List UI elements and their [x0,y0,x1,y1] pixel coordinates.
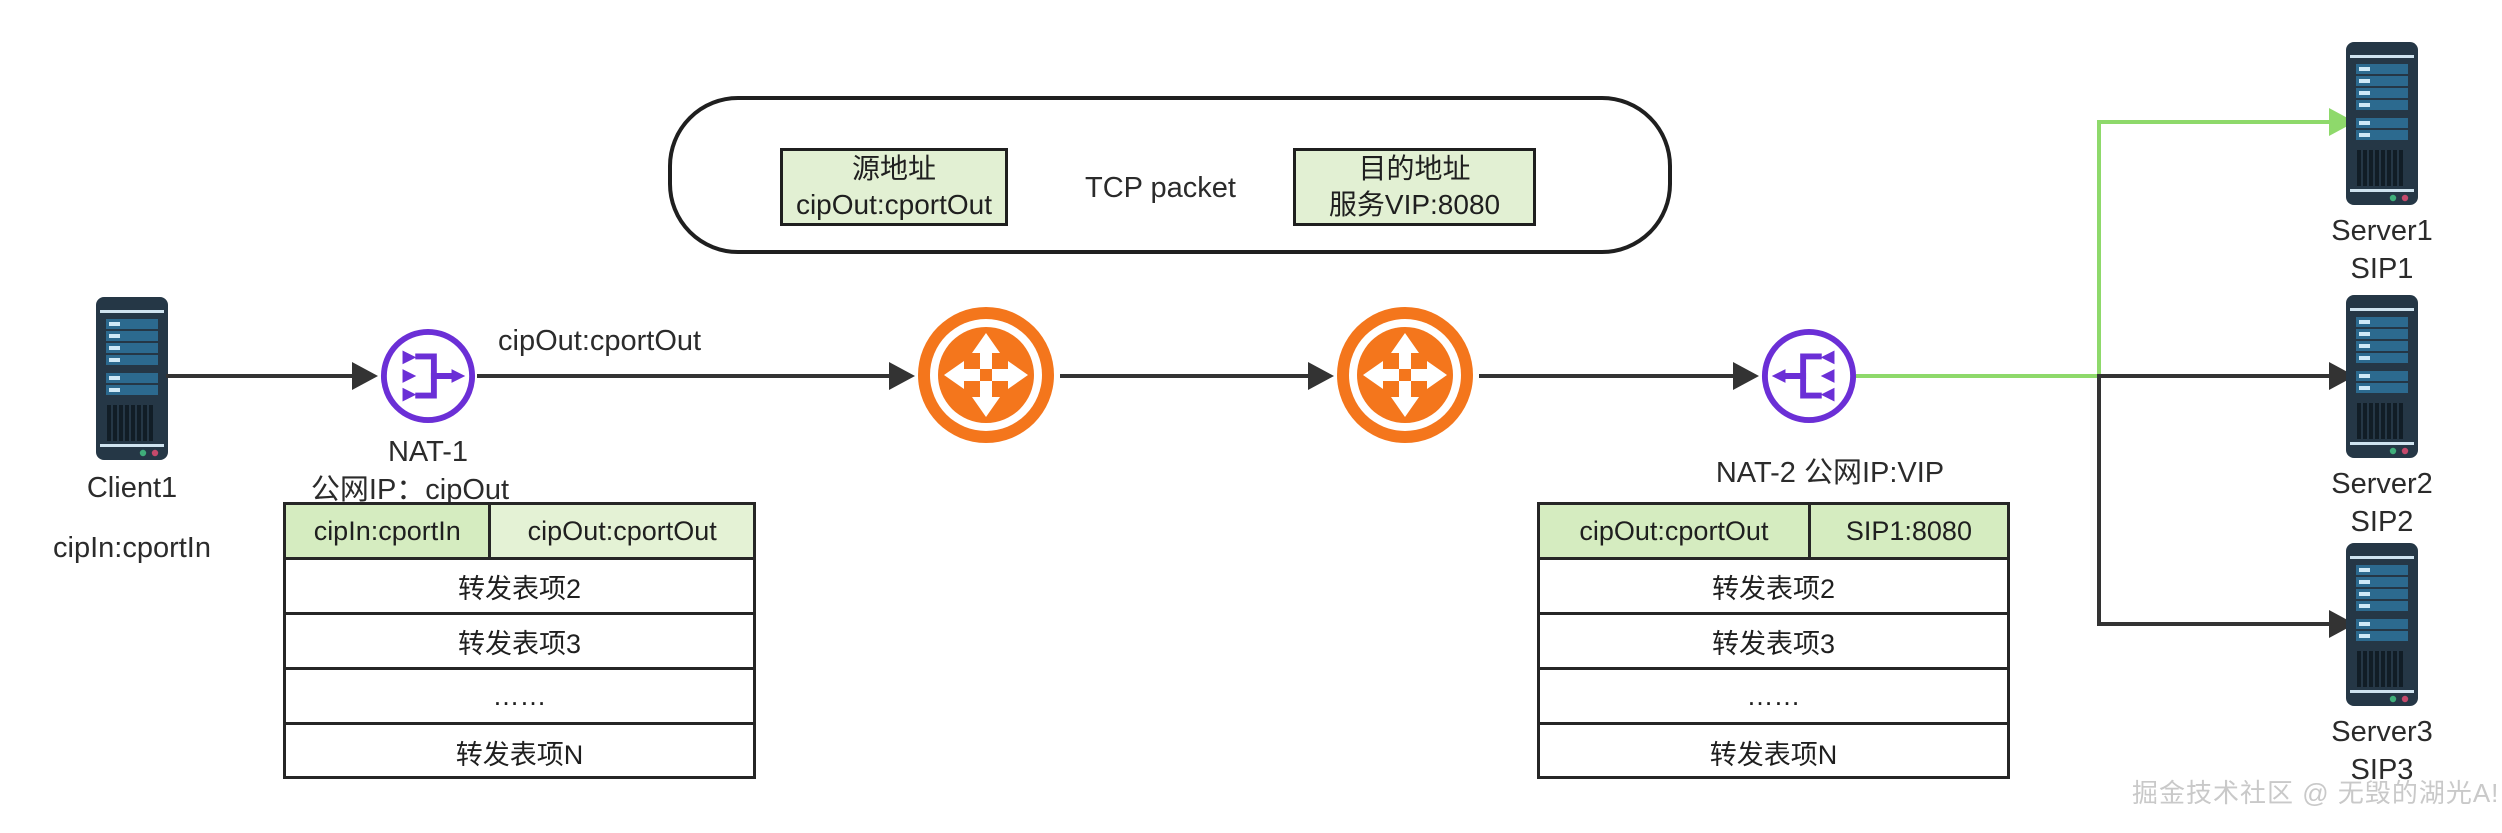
server3-label: Server3 SIP3 [2331,714,2433,789]
packet-destination-value: 服务VIP:8080 [1328,189,1501,220]
server1-icon [2346,42,2418,205]
nat2-table-header-cell-1: cipOut:cportOut [1540,505,1811,557]
link-router1-router2-arrowhead [1308,362,1334,390]
link-nat2-junction-green [1856,374,2101,378]
table-row: 转发表项2 [286,560,753,615]
watermark: 掘金技术社区 @ 无毁的湖光A! [2132,778,2500,808]
nat1-detail: 公网IP：cipOut [311,472,509,510]
router1-icon [918,307,1054,443]
nat1-name: NAT-1 [387,436,469,468]
nat2-table-entry-n: 转发表项N [1709,740,1838,770]
nat1-forwarding-table: cipIn:cportIn cipOut:cportOut 转发表项2 转发表项… [283,502,756,779]
nat1-icon [379,327,477,425]
server2-label: Server2 SIP2 [2331,466,2433,541]
link-nat1-router1 [477,374,895,378]
client1-name: Client1 [86,472,178,504]
client1-label: Client1 [87,470,177,508]
nat2-table-entry-2: 转发表项2 [1711,573,1836,604]
nat1-table-entry-n: 转发表项N [455,740,584,770]
link-junction-server1-green [2097,120,2335,124]
table-row: cipOut:cportOut SIP1:8080 [1540,505,2007,560]
nat2-table-entry-ellipsis: …… [1746,680,1801,711]
server2-address: SIP2 [2350,505,2414,538]
server1-address: SIP1 [2350,252,2414,285]
table-row: …… [1540,670,2007,725]
server1-label: Server1 SIP1 [2331,213,2433,288]
nat1-table-header-cell-1: cipIn:cportIn [286,505,492,557]
link-client-nat1-arrowhead [352,362,378,390]
nat1-label: NAT-1 [388,434,468,472]
server2-name: Server2 [2331,468,2433,500]
packet-source-value: cipOut:cportOut [795,189,993,220]
nat2-icon [1760,327,1858,425]
packet-destination-field: 目的地址 服务VIP:8080 [1293,148,1536,226]
client1-address: cipIn:cportIn [53,530,211,568]
link-nat1-router1-label: cipOut:cportOut [498,325,702,357]
table-row: 转发表项N [286,725,753,780]
packet-type-label: TCP packet [1085,172,1236,204]
table-row: cipIn:cportIn cipOut:cportOut [286,505,753,560]
link-router2-nat2-arrowhead [1733,362,1759,390]
server1-name: Server1 [2331,215,2433,247]
link-junction-up-green [2097,120,2101,378]
link-junction-server3 [2097,622,2335,626]
link-nat1-router1-arrowhead [889,362,915,390]
table-row: …… [286,670,753,725]
nat1-table-entry-2: 转发表项2 [457,573,582,604]
nat1-table-header-cell-2: cipOut:cportOut [491,505,753,557]
packet-source-caption: 源地址 [851,152,936,184]
nat2-label: NAT-2 公网IP:VIP [1716,455,1944,493]
server3-address: SIP3 [2350,753,2414,786]
nat2-table-entry-3: 转发表项3 [1711,628,1836,659]
nat1-table-entry-3: 转发表项3 [457,628,582,659]
server3-name: Server3 [2331,716,2433,748]
link-junction-server2 [2097,374,2335,378]
link-router2-nat2 [1479,374,1739,378]
nat1-detail-text: 公网IP：cipOut [310,474,510,506]
table-row: 转发表项3 [1540,615,2007,670]
client1-address-text: cipIn:cportIn [53,532,211,564]
nat1-table-entry-ellipsis: …… [492,680,547,711]
nat2-table-header-cell-2: SIP1:8080 [1810,505,2007,557]
link-router1-router2 [1060,374,1314,378]
server3-icon [2346,543,2418,706]
table-row: 转发表项2 [1540,560,2007,615]
client1-server-icon [96,297,168,460]
table-row: 转发表项N [1540,725,2007,780]
link-client-nat1 [166,374,356,378]
link-junction-down [2097,374,2101,626]
packet-destination-caption: 目的地址 [1358,152,1471,184]
packet-source-field: 源地址 cipOut:cportOut [780,148,1008,226]
router2-icon [1337,307,1473,443]
nat2-name: NAT-2 公网IP:VIP [1715,457,1945,489]
server2-icon [2346,295,2418,458]
table-row: 转发表项3 [286,615,753,670]
nat2-forwarding-table: cipOut:cportOut SIP1:8080 转发表项2 转发表项3 ……… [1537,502,2010,779]
